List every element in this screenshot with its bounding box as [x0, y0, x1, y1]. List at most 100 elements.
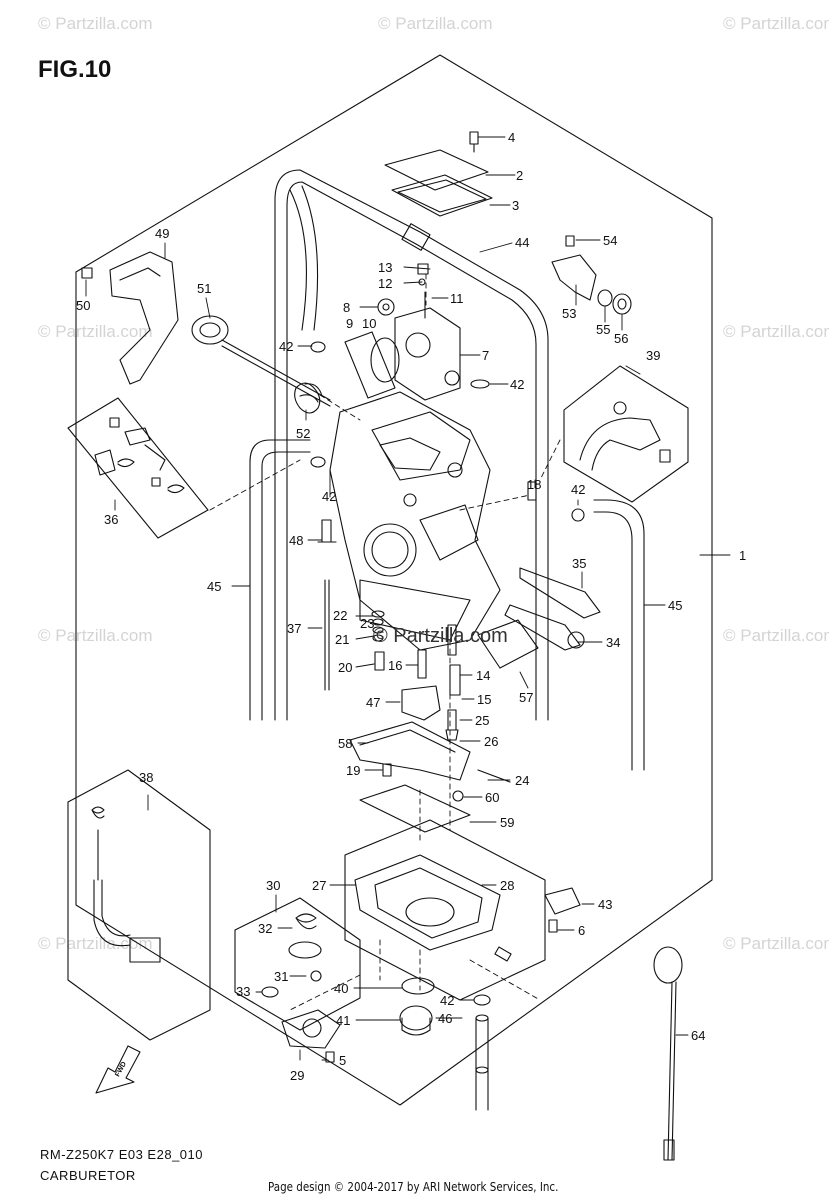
watermark: © Partzilla.com	[723, 14, 829, 33]
watermark: © Partzilla.com	[378, 14, 493, 33]
figure-subtitle: CARBURETOR	[40, 1168, 136, 1183]
vent-hose-45-right	[593, 511, 633, 771]
diaphragm-58	[349, 721, 471, 781]
watermark: © Partzilla.com	[723, 626, 829, 645]
center-watermark: © Partzilla.com	[373, 625, 508, 647]
callout-34: 34	[606, 635, 620, 650]
valve-26	[445, 729, 459, 741]
callout-28: 28	[500, 878, 514, 893]
callout-54: 54	[603, 233, 617, 248]
callout-51: 51	[197, 281, 211, 296]
subassembly-38-box	[67, 769, 211, 1041]
float-chamber-box	[344, 819, 546, 1001]
shaft-51	[221, 339, 331, 401]
top-cover-2	[384, 149, 489, 191]
callout-18: 18	[527, 477, 541, 492]
assembly-outline	[75, 54, 713, 1106]
drain-tube-46	[475, 1017, 489, 1111]
washer-8	[377, 298, 395, 316]
watermark: © Partzilla.com	[723, 934, 829, 953]
callout-44: 44	[515, 235, 529, 250]
screw-5	[325, 1051, 335, 1063]
callout-30: 30	[266, 878, 280, 893]
subassembly-30-box	[234, 897, 361, 1031]
model-code: RM-Z250K7 E03 E28_010	[40, 1147, 203, 1162]
callout-41: 41	[336, 1013, 350, 1028]
callout-24: 24	[515, 773, 529, 788]
callout-16: 16	[388, 658, 402, 673]
washer-56	[612, 293, 632, 315]
callout-23: 23	[360, 616, 374, 631]
callout-3: 3	[512, 198, 519, 213]
adjuster-35	[519, 567, 601, 619]
callout-5: 5	[339, 1053, 346, 1068]
callout-27: 27	[312, 878, 326, 893]
callout-13: 13	[378, 260, 392, 275]
callout-12: 12	[378, 276, 392, 291]
diaphragm-31	[288, 941, 322, 959]
valve-47	[401, 685, 441, 721]
jet-25	[447, 709, 457, 731]
callout-15: 15	[477, 692, 491, 707]
callout-46: 46	[438, 1011, 452, 1026]
sensor-38	[129, 937, 161, 963]
callout-29: 29	[290, 1068, 304, 1083]
subassembly-39-box	[563, 365, 689, 503]
screw-60	[452, 790, 464, 802]
ring-23	[372, 618, 384, 626]
o-ring-33	[261, 986, 279, 998]
subassembly-36-box	[67, 397, 209, 539]
sensor-39	[579, 417, 661, 471]
callout-20: 20	[338, 660, 352, 675]
gasket-59	[359, 784, 471, 833]
callout-9: 9	[346, 316, 353, 331]
callout-39: 39	[646, 348, 660, 363]
callout-33: 33	[236, 984, 250, 999]
callout-50: 50	[76, 298, 90, 313]
watermark: © Partzilla.com	[38, 626, 153, 645]
clamp-42	[473, 994, 491, 1006]
callout-42-d: 42	[322, 489, 336, 504]
callout-36: 36	[104, 512, 118, 527]
screw-18	[527, 481, 537, 501]
callout-42-b: 42	[510, 377, 524, 392]
screw-48	[321, 519, 332, 543]
callout-22: 22	[333, 608, 347, 623]
fwd-arrow	[95, 1045, 141, 1094]
callout-2: 2	[516, 168, 523, 183]
gauge-64	[653, 946, 683, 984]
vent-hose-44	[274, 169, 549, 721]
jet-15	[449, 664, 461, 696]
assembly-guide-lines	[209, 273, 561, 1011]
callout-59: 59	[500, 815, 514, 830]
cap-41	[399, 1005, 433, 1031]
carburetor-bore	[363, 523, 417, 577]
callout-11: 11	[450, 291, 464, 306]
float-28	[374, 867, 483, 939]
watermark: © Partzilla.com	[38, 14, 153, 33]
callout-52: 52	[296, 426, 310, 441]
cap-57	[477, 619, 539, 669]
callout-7: 7	[482, 348, 489, 363]
washer-55	[597, 289, 613, 307]
gasket-3	[391, 174, 493, 217]
callout-56: 56	[614, 331, 628, 346]
bolt-50	[81, 267, 93, 279]
callout-58: 58	[338, 736, 352, 751]
callout-55: 55	[596, 322, 610, 337]
callout-42-c: 42	[571, 482, 585, 497]
watermark: © Partzilla.com	[38, 934, 153, 953]
leader-lines	[85, 136, 731, 1061]
callout-26: 26	[484, 734, 498, 749]
carburetor-body	[329, 391, 501, 651]
o-ring-40	[401, 977, 435, 995]
figure-title: FIG.10	[38, 56, 112, 83]
callout-40: 40	[334, 981, 348, 996]
callout-31: 31	[274, 969, 288, 984]
seal-10	[370, 337, 400, 383]
plate-9	[344, 331, 396, 399]
spring-21	[372, 634, 384, 642]
vent-hose-45-left	[249, 439, 311, 721]
